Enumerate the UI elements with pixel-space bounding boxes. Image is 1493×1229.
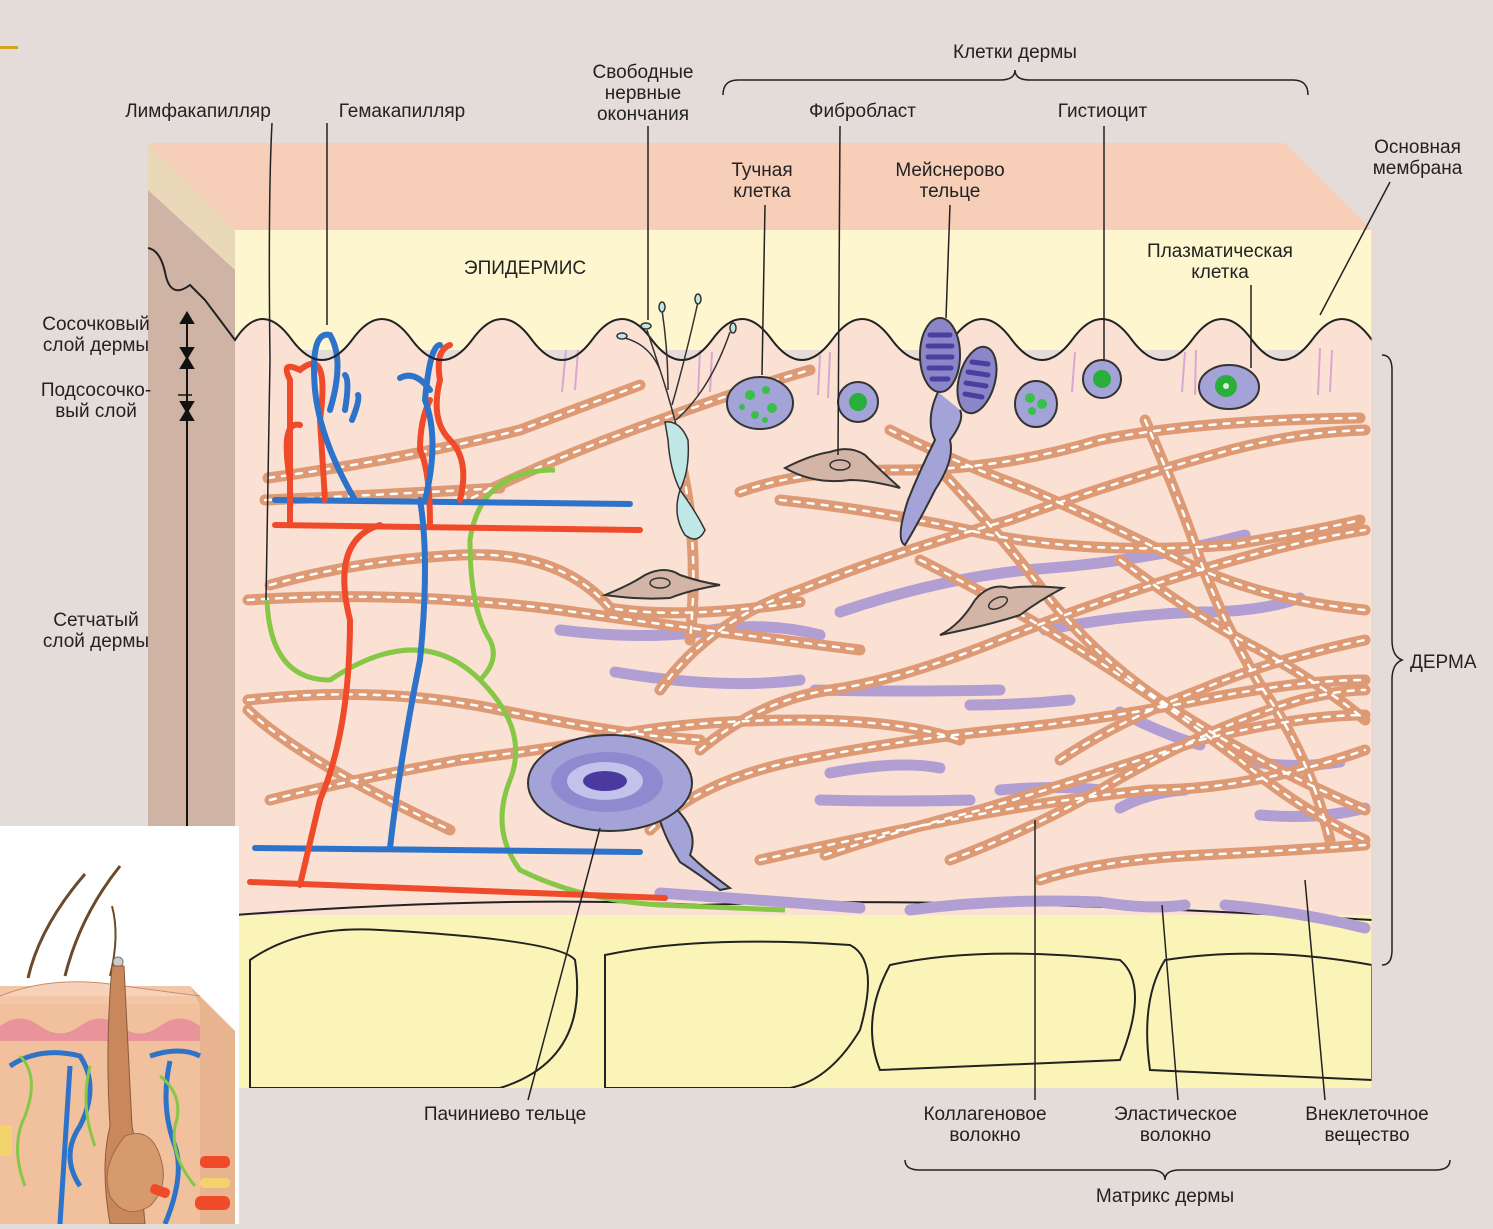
fat-cell xyxy=(1147,954,1372,1080)
label-plasma-cell: Плазматическая клетка xyxy=(1120,241,1320,283)
label-basement-membrane: Основная мембрана xyxy=(1355,137,1480,179)
accent-bar xyxy=(0,46,18,49)
label-meissner-corpuscle: Мейснерово тельце xyxy=(870,160,1030,202)
histiocyte-cell xyxy=(838,382,878,422)
cell xyxy=(1015,381,1057,427)
mast-cell xyxy=(727,377,793,429)
label-mast-cell: Тучная клетка xyxy=(712,160,812,202)
skin-crosssection-inset xyxy=(0,826,239,1224)
vein xyxy=(275,500,630,504)
label-histiocyte: Гистиоцит xyxy=(1035,101,1170,122)
label-dermis-cells: Клетки дермы xyxy=(925,42,1105,63)
label-blood-capillary: Гемакапилляр xyxy=(318,101,486,122)
label-free-nerve-endings: Свободные нервные окончания xyxy=(573,62,713,125)
label-extracellular-substance: Внеклеточное вещество xyxy=(1282,1104,1452,1146)
label-epidermis: ЭПИДЕРМИС xyxy=(440,258,610,279)
elastic-fiber xyxy=(820,800,970,801)
fat-cell xyxy=(872,954,1135,1070)
fat-cell xyxy=(605,942,868,1088)
label-lymph-capillary: Лимфакапилляр xyxy=(100,101,296,122)
label-pacinian-corpuscle: Пачиниево тельце xyxy=(395,1104,615,1125)
label-dermis: ДЕРМА xyxy=(1410,652,1490,673)
histiocyte-cell xyxy=(1083,360,1121,398)
label-fibroblast: Фибробласт xyxy=(785,101,940,122)
label-elastic-fiber: Эластическое волокно xyxy=(1088,1104,1263,1146)
fat-cell xyxy=(250,929,577,1088)
elastic-fiber xyxy=(970,700,1070,705)
label-subpapillary-layer: Подсосочко- вый слой xyxy=(20,380,172,422)
vein xyxy=(255,848,640,852)
label-collagen-fiber: Коллагеновое волокно xyxy=(900,1104,1070,1146)
label-dermis-matrix: Матрикс дермы xyxy=(1075,1186,1255,1207)
plasma-cell xyxy=(1199,365,1259,409)
label-papillary-layer: Сосочковый слой дермы xyxy=(20,314,172,356)
label-reticular-layer: Сетчатый слой дермы xyxy=(20,610,172,652)
